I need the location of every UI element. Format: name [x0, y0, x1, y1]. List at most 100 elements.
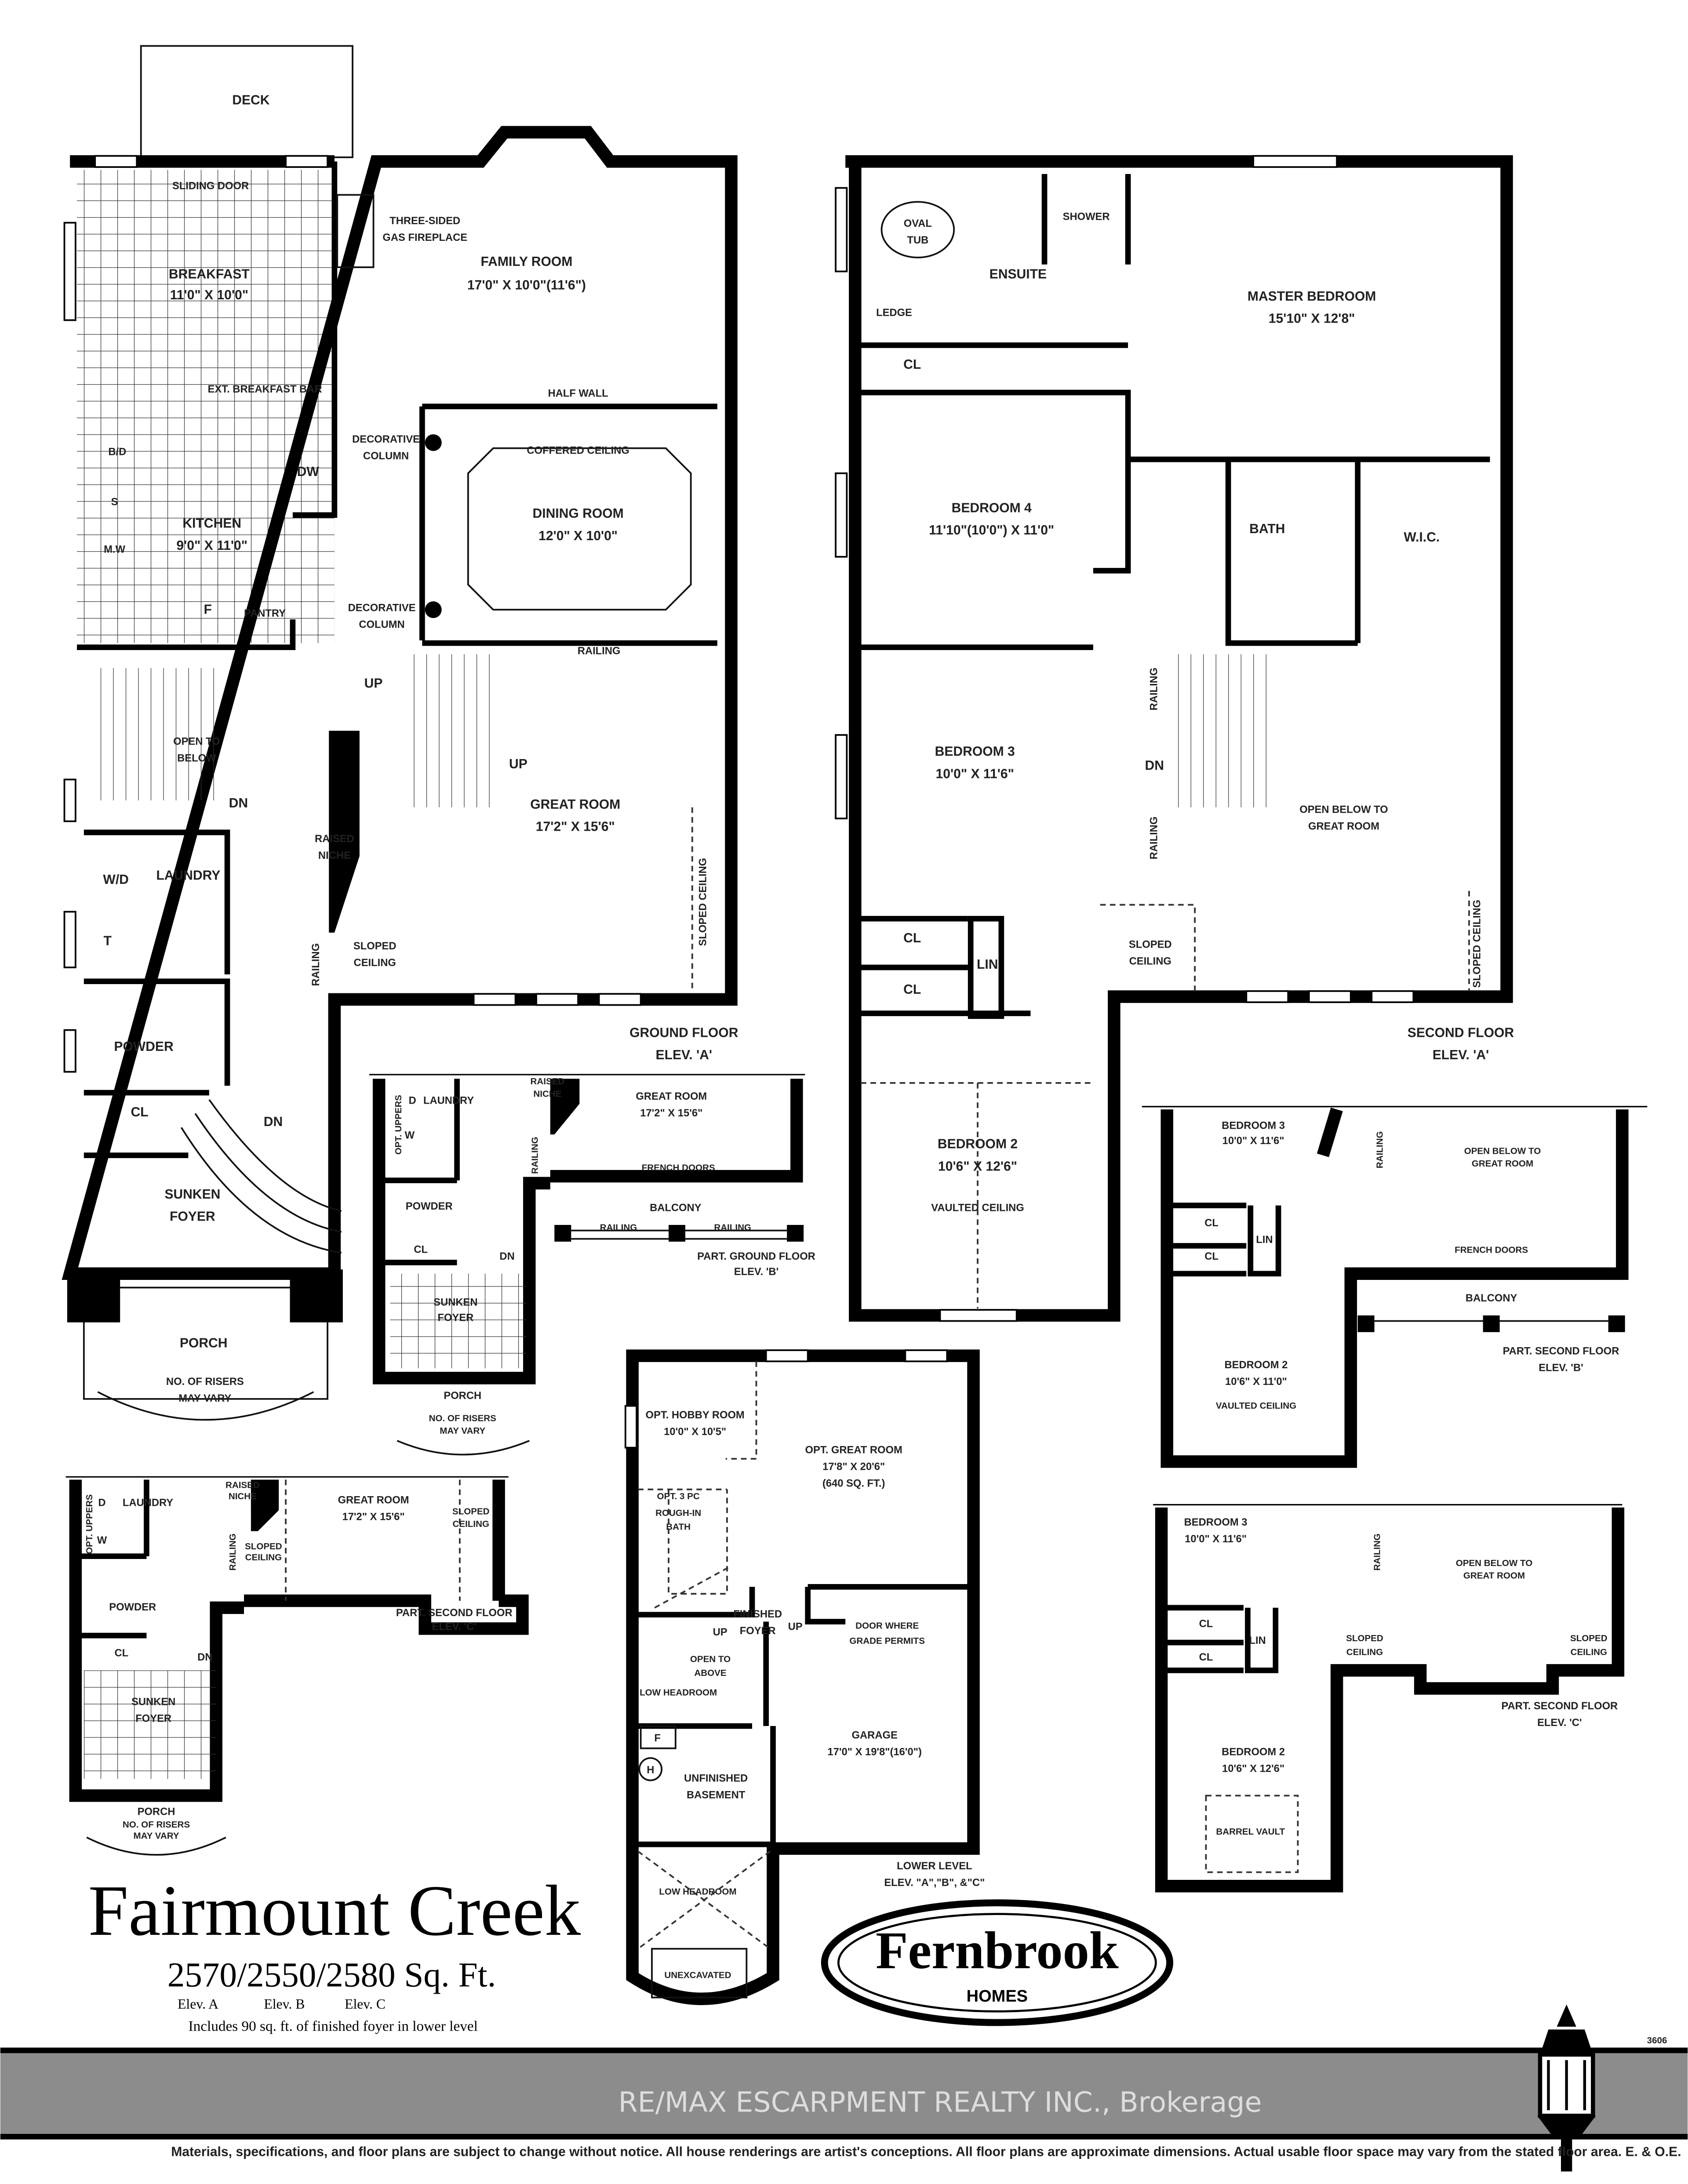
- label: RAISED: [531, 1076, 565, 1087]
- breakfast-tile-floor: [76, 170, 335, 643]
- room-dims: 9'0" X 11'0": [176, 538, 247, 553]
- label: CEILING: [1571, 1647, 1607, 1657]
- label: RAILING: [310, 943, 322, 986]
- label: OPEN BELOW TO: [1464, 1146, 1541, 1156]
- room-name: SUNKEN: [164, 1187, 220, 1202]
- floor-caption: ELEV. 'B': [734, 1266, 779, 1278]
- label: RAILING: [1375, 1131, 1385, 1169]
- brokerage-text: RE/MAX ESCARPMENT REALTY INC., Brokerage: [618, 2086, 1262, 2118]
- room-name: BEDROOM 2: [938, 1137, 1018, 1152]
- coffered-ceiling-outline: [467, 447, 692, 611]
- label: OPT. 3 PC: [657, 1491, 700, 1501]
- logo-sub: HOMES: [967, 1987, 1028, 2006]
- room-name: BEDROOM 3: [1222, 1119, 1285, 1131]
- label: FRENCH DOORS: [1455, 1245, 1528, 1255]
- room-dims: 17'2" X 15'6": [342, 1511, 405, 1523]
- room-name: BEDROOM 2: [1225, 1359, 1288, 1371]
- label: M.W: [104, 543, 125, 555]
- floor-caption: SECOND FLOOR: [1408, 1025, 1514, 1040]
- label: HALF WALL: [548, 388, 608, 400]
- room-dims: 17'2" X 15'6": [536, 820, 615, 834]
- label: SLOPED: [1346, 1633, 1383, 1643]
- room-name: MASTER BEDROOM: [1248, 289, 1376, 304]
- label: RAILING: [530, 1137, 540, 1174]
- room-name: OPT. HOBBY ROOM: [646, 1409, 745, 1421]
- elev-a-label: Elev. A: [178, 1996, 218, 2012]
- label: UP: [788, 1621, 803, 1633]
- part-ground-floor-elev-c: RAISED NICHE GREAT ROOM 17'2" X 15'6" SL…: [65, 1476, 529, 1856]
- floor-caption: GROUND FLOOR: [629, 1025, 738, 1040]
- room-name: LAUNDRY: [123, 1497, 173, 1509]
- label: UNEXCAVATED: [664, 1970, 731, 1980]
- label: RAILING: [578, 645, 621, 657]
- fireplace-icon: [336, 194, 375, 268]
- label: CEILING: [245, 1552, 282, 1563]
- label: LOW HEADROOM: [640, 1687, 717, 1697]
- label: LIN: [1256, 1234, 1273, 1246]
- room-name: BALCONY: [1466, 1292, 1517, 1304]
- title-block: Fairmount Creek 2570/2550/2580 Sq. Ft. E…: [88, 1870, 581, 2035]
- label: DECORATIVE: [348, 602, 416, 614]
- label: MAY VARY: [440, 1426, 485, 1436]
- label: ROUGH-IN: [655, 1508, 701, 1518]
- raised-niche-wall: [329, 730, 360, 933]
- room-name: BATH: [1249, 522, 1285, 536]
- ground-floor-elev-a: DECK SLIDING DOOR THREE-SIDED GAS FIREPL…: [62, 45, 738, 1421]
- floor-caption: ELEV. "A","B", &"C": [884, 1877, 985, 1889]
- room-name: POWDER: [109, 1601, 156, 1613]
- room-name: LAUNDRY: [423, 1094, 474, 1106]
- label: CL: [1204, 1250, 1219, 1262]
- room-name: BASEMENT: [687, 1789, 746, 1801]
- part-second-floor-elev-b: BEDROOM 3 10'0" X 11'6" RAILING OPEN BEL…: [1142, 1106, 1648, 1468]
- hot-water-heater-icon: [638, 1757, 663, 1781]
- label: UP: [509, 757, 528, 771]
- room-name: GARAGE: [852, 1730, 898, 1741]
- label: MAY VARY: [178, 1392, 231, 1404]
- label: RAILING: [1372, 1534, 1382, 1571]
- label: CL: [131, 1105, 148, 1119]
- room-dims: 10'0" X 11'6": [936, 767, 1014, 781]
- label: COLUMN: [359, 618, 404, 630]
- label: OVAL: [904, 218, 932, 229]
- room-name: BEDROOM 4: [952, 501, 1032, 515]
- room-name: POWDER: [406, 1200, 453, 1212]
- curved-stair: [180, 1099, 342, 1254]
- label: UP: [364, 676, 383, 690]
- room-name: FOYER: [740, 1625, 776, 1637]
- label: DN: [197, 1651, 212, 1663]
- room-name: POWDER: [114, 1039, 174, 1054]
- label: W/D: [103, 872, 128, 887]
- label: NO. OF RISERS: [166, 1376, 244, 1388]
- label: RAILING: [714, 1223, 751, 1233]
- stair-icon: [91, 668, 223, 801]
- label: F: [654, 1732, 661, 1744]
- label: BATH: [666, 1522, 691, 1532]
- label: GREAT ROOM: [1308, 821, 1379, 832]
- label: CL: [903, 931, 921, 945]
- label: BARREL VAULT: [1216, 1827, 1285, 1837]
- plan-number: 3606: [1647, 2035, 1667, 2046]
- room-name: ENSUITE: [990, 267, 1047, 281]
- label: CL: [1199, 1618, 1213, 1630]
- label: SHOWER: [1063, 211, 1110, 222]
- room-dims: 10'6" X 12'6": [938, 1159, 1017, 1174]
- label: T: [103, 934, 112, 948]
- label: GREAT ROOM: [1472, 1159, 1533, 1169]
- foyer-note: Includes 90 sq. ft. of finished foyer in…: [189, 2018, 478, 2035]
- disclaimer: Materials, specifications, and floor pla…: [171, 2145, 1681, 2159]
- label: OPEN BELOW TO: [1456, 1558, 1533, 1568]
- part-second-floor-elev-c: BEDROOM 3 10'0" X 11'6" RAILING OPEN BEL…: [1153, 1504, 1625, 1893]
- label: W: [97, 1534, 107, 1546]
- room-dims: 15'10" X 12'8": [1269, 312, 1355, 326]
- room-dims: 17'0" X 19'8"(16'0"): [827, 1746, 921, 1758]
- room-name: BEDROOM 3: [1184, 1516, 1248, 1528]
- room-dims: 10'6" X 11'0": [1225, 1376, 1287, 1388]
- label: OPEN TO: [690, 1654, 731, 1664]
- label: CL: [903, 357, 921, 372]
- label: CEILING: [1346, 1647, 1383, 1657]
- floor-caption: ELEV. 'A': [1433, 1048, 1489, 1062]
- label: RAISED: [226, 1480, 260, 1490]
- label: FRENCH DOORS: [642, 1163, 715, 1173]
- stair-icon: [411, 654, 495, 807]
